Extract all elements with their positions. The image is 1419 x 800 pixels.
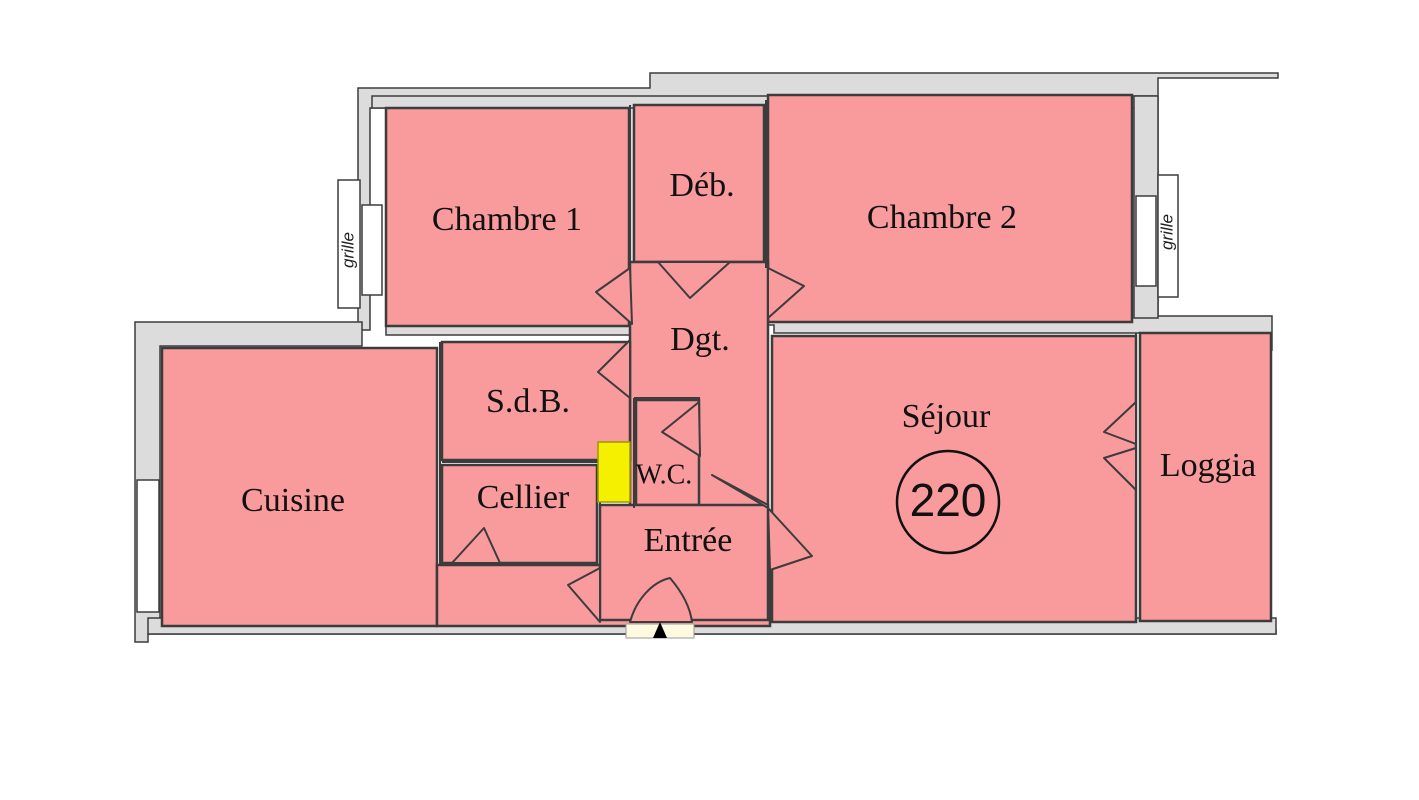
apartment-number: 220 [910, 474, 987, 526]
room-sdb [440, 340, 632, 462]
door-wc [661, 401, 701, 457]
door-chambre-2 [767, 267, 805, 319]
water-heater-marker [597, 441, 631, 503]
label-sdb: S.d.B. [486, 383, 570, 420]
room-deb [632, 103, 766, 264]
doors [451, 261, 1137, 623]
label-wc: W.C. [636, 459, 693, 490]
label-entree: Entrée [644, 522, 733, 559]
room-labels: Chambre 1 Déb. Chambre 2 Dgt. S.d.B. W.C… [241, 167, 1256, 559]
label-deb: Déb. [669, 167, 734, 204]
grille-right-frame [1157, 174, 1179, 298]
room-sejour [770, 334, 1138, 624]
door-sdb [597, 339, 631, 399]
door-entree-front [629, 577, 693, 623]
room-chambre-2 [766, 93, 1134, 324]
grille-left-window [361, 204, 383, 296]
door-chambre-1 [595, 267, 633, 325]
label-cuisine: Cuisine [241, 482, 345, 519]
grille-left: grille [337, 179, 383, 309]
door-cellier [451, 527, 501, 564]
grille-right-label: grille [1157, 214, 1176, 250]
label-loggia: Loggia [1160, 447, 1256, 484]
door-deb [657, 261, 731, 299]
grille-right: grille [1135, 174, 1179, 298]
rooms [160, 93, 1273, 628]
entrance-arrow-icon [653, 622, 667, 638]
door-entree-main [567, 567, 601, 623]
apartment-number-circle [895, 449, 1001, 555]
entrance-marker [625, 622, 695, 639]
internal-walls [439, 100, 1141, 620]
cuisine-window [136, 479, 160, 613]
apartment-number-badge: 220 [895, 449, 1001, 555]
label-sejour: Séjour [902, 398, 991, 435]
grille-left-frame [337, 179, 361, 309]
label-cellier: Cellier [477, 479, 570, 516]
label-chambre-2: Chambre 2 [867, 199, 1017, 236]
label-chambre-1: Chambre 1 [432, 201, 582, 238]
room-cuisine [160, 346, 439, 628]
grille-right-window [1135, 195, 1157, 287]
door-entree-side [711, 474, 813, 571]
grille-left-label: grille [338, 232, 357, 268]
label-dgt: Dgt. [670, 321, 730, 358]
